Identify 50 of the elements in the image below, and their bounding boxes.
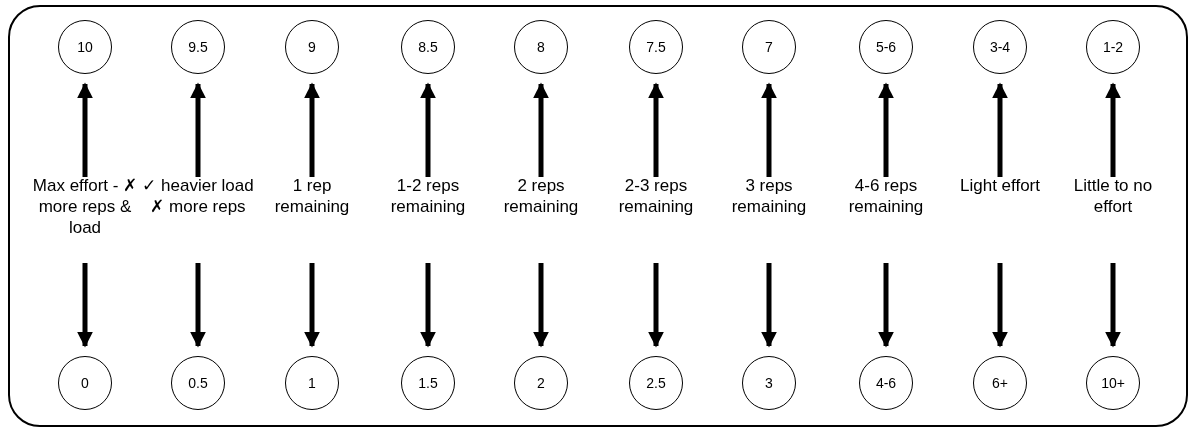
arrow (304, 82, 320, 177)
rating-circle: 9.5 (171, 20, 225, 74)
description-text: 1 rep remaining (255, 175, 369, 217)
description-text: 3 reps remaining (712, 175, 826, 217)
arrow (190, 82, 206, 177)
rating-circle: 1-2 (1086, 20, 1140, 74)
rating-circle: 3-4 (973, 20, 1027, 74)
description-text: Light effort (943, 175, 1057, 196)
description-text: 2 reps remaining (484, 175, 598, 217)
description-text: Max effort - ✗ more reps & load (28, 175, 142, 238)
arrow (77, 82, 93, 177)
arrow (878, 263, 894, 348)
arrow (878, 82, 894, 177)
arrow (190, 263, 206, 348)
rating-circle: 8.5 (401, 20, 455, 74)
rating-circle: 7 (742, 20, 796, 74)
description-text: 1-2 reps remaining (371, 175, 485, 217)
arrow (761, 82, 777, 177)
arrow (761, 263, 777, 348)
arrow (420, 263, 436, 348)
rating-circle: 5-6 (859, 20, 913, 74)
rating-circle: 1 (285, 356, 339, 410)
description-text: Little to no effort (1056, 175, 1170, 217)
rating-circle: 0.5 (171, 356, 225, 410)
arrow (304, 263, 320, 348)
rating-circle: 9 (285, 20, 339, 74)
rating-circle: 2.5 (629, 356, 683, 410)
rating-circle: 7.5 (629, 20, 683, 74)
arrow (648, 263, 664, 348)
rating-circle: 1.5 (401, 356, 455, 410)
rating-circle: 10 (58, 20, 112, 74)
rating-circle: 6+ (973, 356, 1027, 410)
description-text: 2-3 reps remaining (599, 175, 713, 217)
arrow (420, 82, 436, 177)
arrow (992, 263, 1008, 348)
rating-circle: 4-6 (859, 356, 913, 410)
arrow (992, 82, 1008, 177)
description-text: ✓ heavier load ✗ more reps (141, 175, 255, 217)
rating-circle: 8 (514, 20, 568, 74)
rating-circle: 2 (514, 356, 568, 410)
arrow (1105, 82, 1121, 177)
arrow (533, 82, 549, 177)
description-text: 4-6 reps remaining (829, 175, 943, 217)
arrow (648, 82, 664, 177)
rating-circle: 0 (58, 356, 112, 410)
arrow (1105, 263, 1121, 348)
rating-circle: 10+ (1086, 356, 1140, 410)
rating-circle: 3 (742, 356, 796, 410)
arrow (533, 263, 549, 348)
arrow (77, 263, 93, 348)
